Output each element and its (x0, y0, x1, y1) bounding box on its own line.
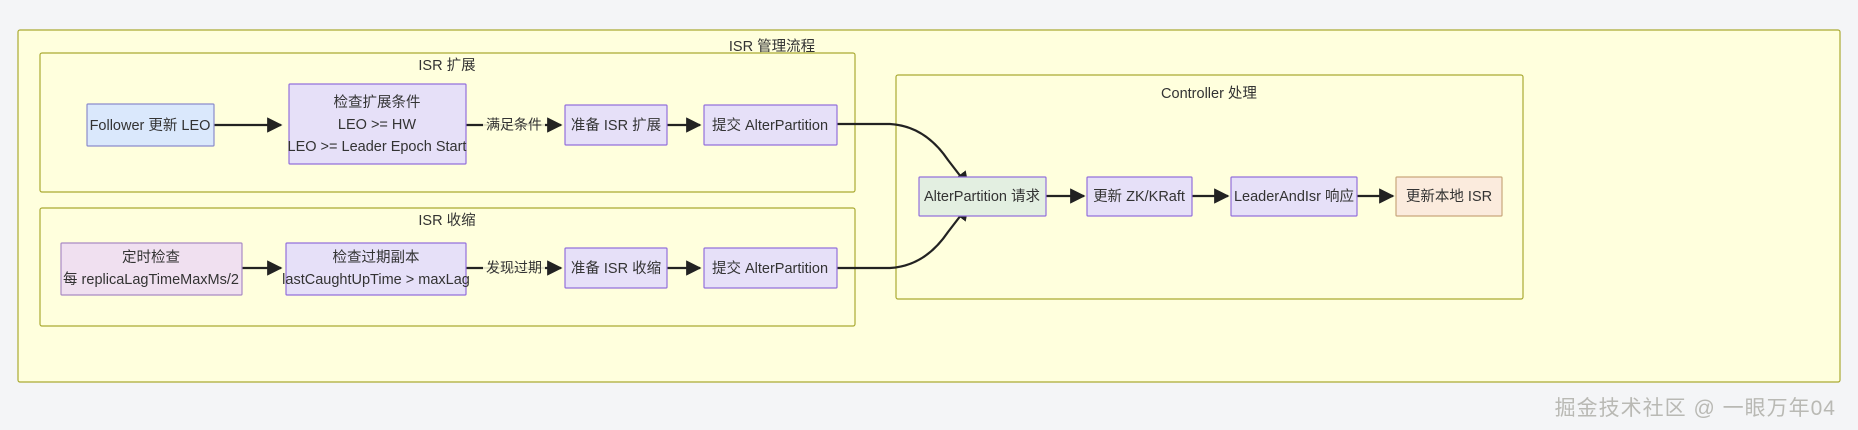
node-prepare-isr-expand[interactable]: 准备 ISR 扩展 (564, 104, 668, 146)
node-check-expand-condition[interactable]: 检查扩展条件 LEO >= HW LEO >= Leader Epoch Sta… (288, 83, 467, 165)
svg-text:检查过期副本: 检查过期副本 (333, 249, 420, 266)
svg-text:AlterPartition 请求: AlterPartition 请求 (924, 188, 1041, 205)
svg-text:Follower 更新 LEO: Follower 更新 LEO (90, 117, 211, 134)
node-prepare-isr-shrink[interactable]: 准备 ISR 收缩 (564, 247, 668, 289)
cluster-outer-label: ISR 管理流程 (729, 38, 815, 55)
svg-text:提交 AlterPartition: 提交 AlterPartition (712, 116, 828, 134)
svg-text:LEO >= Leader Epoch Start: LEO >= Leader Epoch Start (288, 139, 467, 155)
cluster-isr-expand-label: ISR 扩展 (418, 57, 475, 74)
watermark: 掘金技术社区 @ 一眼万年04 (1554, 397, 1836, 420)
edge-label-meet-condition: 满足条件 (483, 115, 545, 135)
svg-text:检查扩展条件: 检查扩展条件 (334, 94, 421, 111)
edge-label-found-stale: 发现过期 (483, 258, 545, 278)
node-check-stale-replica[interactable]: 检查过期副本 lastCaughtUpTime > maxLag (282, 242, 470, 296)
svg-text:提交 AlterPartition: 提交 AlterPartition (712, 259, 828, 277)
svg-text:LeaderAndIsr 响应: LeaderAndIsr 响应 (1234, 187, 1354, 205)
edge-submit-shrink-to-alter-request (837, 204, 969, 270)
node-timed-check[interactable]: 定时检查 每 replicaLagTimeMaxMs/2 (60, 242, 243, 296)
cluster-isr-shrink-label: ISR 收缩 (418, 212, 475, 229)
svg-text:定时检查: 定时检查 (122, 249, 180, 266)
node-leaderandisr-response[interactable]: LeaderAndIsr 响应 (1230, 176, 1358, 217)
node-update-zk-kraft[interactable]: 更新 ZK/KRaft (1086, 176, 1193, 217)
node-update-local-isr[interactable]: 更新本地 ISR (1395, 176, 1503, 217)
node-submit-alterpartition-shrink[interactable]: 提交 AlterPartition (703, 247, 838, 289)
svg-text:准备 ISR 收缩: 准备 ISR 收缩 (571, 260, 661, 277)
cluster-controller-label: Controller 处理 (1161, 85, 1257, 102)
svg-text:LEO >= HW: LEO >= HW (338, 117, 416, 133)
svg-text:lastCaughtUpTime > maxLag: lastCaughtUpTime > maxLag (282, 272, 470, 288)
node-alterpartition-request[interactable]: AlterPartition 请求 (918, 176, 1047, 217)
svg-text:更新本地 ISR: 更新本地 ISR (1406, 188, 1492, 205)
svg-text:满足条件: 满足条件 (486, 117, 542, 133)
cluster-controller (895, 74, 1524, 300)
edge-submit-expand-to-alter-request (837, 122, 969, 188)
svg-text:发现过期: 发现过期 (486, 260, 542, 276)
node-submit-alterpartition-expand[interactable]: 提交 AlterPartition (703, 104, 838, 146)
svg-text:每 replicaLagTimeMaxMs/2: 每 replicaLagTimeMaxMs/2 (63, 271, 239, 288)
svg-text:更新 ZK/KRaft: 更新 ZK/KRaft (1093, 188, 1185, 205)
node-follower-update-leo[interactable]: Follower 更新 LEO (86, 103, 215, 147)
svg-text:准备 ISR 扩展: 准备 ISR 扩展 (571, 117, 661, 134)
